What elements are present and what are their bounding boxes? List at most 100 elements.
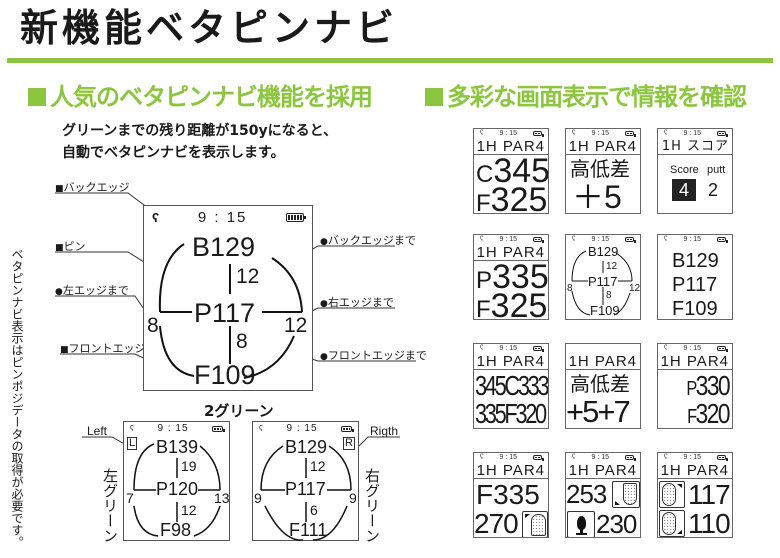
front-edge-distance: F98 <box>160 520 192 540</box>
line-center: C345 <box>476 152 549 190</box>
right-green-screen: ʕ 9 : 15 R B129 12 P117 9 9 6 F111 <box>252 421 359 541</box>
square-bullet-icon <box>28 88 46 106</box>
status-bar: ʕ 9 : 15 <box>253 423 358 434</box>
callout-back-edge: ■バックエッジ <box>55 181 130 194</box>
elevation-label: 高低差 <box>570 372 630 396</box>
line-front: 335F320 <box>475 398 547 429</box>
right-tag-label: Rigth <box>370 424 399 438</box>
elevation-value: +5+7 <box>566 394 631 429</box>
tree-icon <box>567 511 595 537</box>
battery-icon <box>716 455 728 461</box>
title-divider <box>7 58 773 63</box>
to-front-distance: 8 <box>606 290 612 301</box>
gps-signal-icon: ʕ <box>664 345 668 352</box>
battery-icon <box>532 455 544 461</box>
to-left-distance: 7 <box>126 490 134 506</box>
front-edge-distance: F111 <box>289 520 328 540</box>
callout-to-left-edge: ●左エッジまで <box>55 284 129 297</box>
intro-text: グリーンまでの残り距離が150yになると、 自動でベタピンナビを表示します。 <box>62 120 337 164</box>
to-right-distance: 12 <box>284 314 308 337</box>
intro-line-1: グリーンまでの残り距離が150yになると、 <box>62 123 338 139</box>
gps-signal-icon: ʕ <box>664 130 668 137</box>
to-front-distance: 12 <box>181 502 197 518</box>
back-edge-distance: B129 <box>285 437 328 457</box>
score-value: 4 <box>672 179 696 201</box>
battery-icon <box>624 237 636 243</box>
line-center: 345C333 <box>475 370 548 401</box>
gps-signal-icon: ʕ <box>664 236 668 243</box>
clock: 9 : 15 <box>197 209 248 226</box>
hazard-distance-1: 253 <box>566 479 607 509</box>
distance-list: B129 P117 F109 <box>672 249 719 320</box>
putt-label: putt <box>707 164 726 176</box>
battery-icon <box>716 131 728 137</box>
front-value: F109 <box>672 298 718 320</box>
callout-to-back-edge: ●バックエッジまで <box>320 234 416 247</box>
hole-header: 1H PAR4 <box>566 354 640 370</box>
to-front-distance: 6 <box>310 502 318 518</box>
battery-icon <box>716 346 728 352</box>
hazard-front-distance: F335 <box>476 479 540 510</box>
green-l-tag: L <box>127 437 138 450</box>
pin-distance: P117 <box>285 479 326 499</box>
to-left-distance: 9 <box>254 490 262 506</box>
square-bullet-icon <box>425 88 443 106</box>
hole-header: 1H PAR4 <box>566 463 640 479</box>
vertical-note: ベタピンナビ表示はピンポジデータの取得が必要です。 <box>10 248 24 548</box>
pin-distance: P120 <box>156 479 199 499</box>
gps-signal-icon: ʕ <box>259 424 263 433</box>
back-edge-distance: B139 <box>156 437 199 457</box>
two-green-title: 2グリーン <box>204 402 274 420</box>
front-edge-distance: F109 <box>194 360 256 390</box>
clock: 9 : 15 <box>286 423 318 434</box>
hazard-carry-distance: 270 <box>474 508 519 538</box>
left-green-screen: ʕ 9 : 15 L B139 19 P120 7 13 12 F98 <box>123 421 230 541</box>
status-bar: ʕ 9 : 15 <box>124 423 229 434</box>
line-front: F320 <box>687 398 730 429</box>
bunker-icon <box>612 481 640 508</box>
to-back-distance: 12 <box>310 458 326 474</box>
right-section-heading: 多彩な画面表示で情報を確認 <box>425 82 747 112</box>
gps-signal-icon: ʕ <box>480 345 484 352</box>
hole-header: 1H PAR4 <box>658 354 732 370</box>
battery-icon <box>341 425 354 432</box>
to-right-distance: 9 <box>349 490 357 506</box>
right-green-label: 右グリーン <box>363 468 381 543</box>
hazard-distance-2: 230 <box>596 509 637 538</box>
screen-elevation-two-green: 1H PAR4 高低差 +5+7 <box>565 343 641 429</box>
battery-icon <box>716 237 728 243</box>
battery-icon <box>285 213 306 222</box>
green-outline <box>158 243 303 379</box>
line-front: F325 <box>476 181 548 214</box>
gps-signal-icon: ʕ <box>130 424 134 433</box>
gps-signal-icon: ʕ <box>572 454 576 461</box>
hole-header: 1H PAR4 <box>474 354 548 370</box>
gps-signal-icon: ʕ <box>152 210 160 225</box>
left-heading-text: 人気のベタピンナビ機能を採用 <box>50 83 373 111</box>
hole-header: 1H PAR4 <box>658 463 732 479</box>
gps-signal-icon: ʕ <box>664 454 668 461</box>
hole-header: 1H スコア <box>658 139 732 155</box>
bunker-icon <box>659 481 685 508</box>
callout-to-front-edge: ●フロントエッジまで <box>320 349 427 362</box>
status-bar: ʕ 9 : 15 <box>144 209 312 226</box>
pin-value: P117 <box>672 274 718 296</box>
green-r-tag: R <box>343 437 355 450</box>
